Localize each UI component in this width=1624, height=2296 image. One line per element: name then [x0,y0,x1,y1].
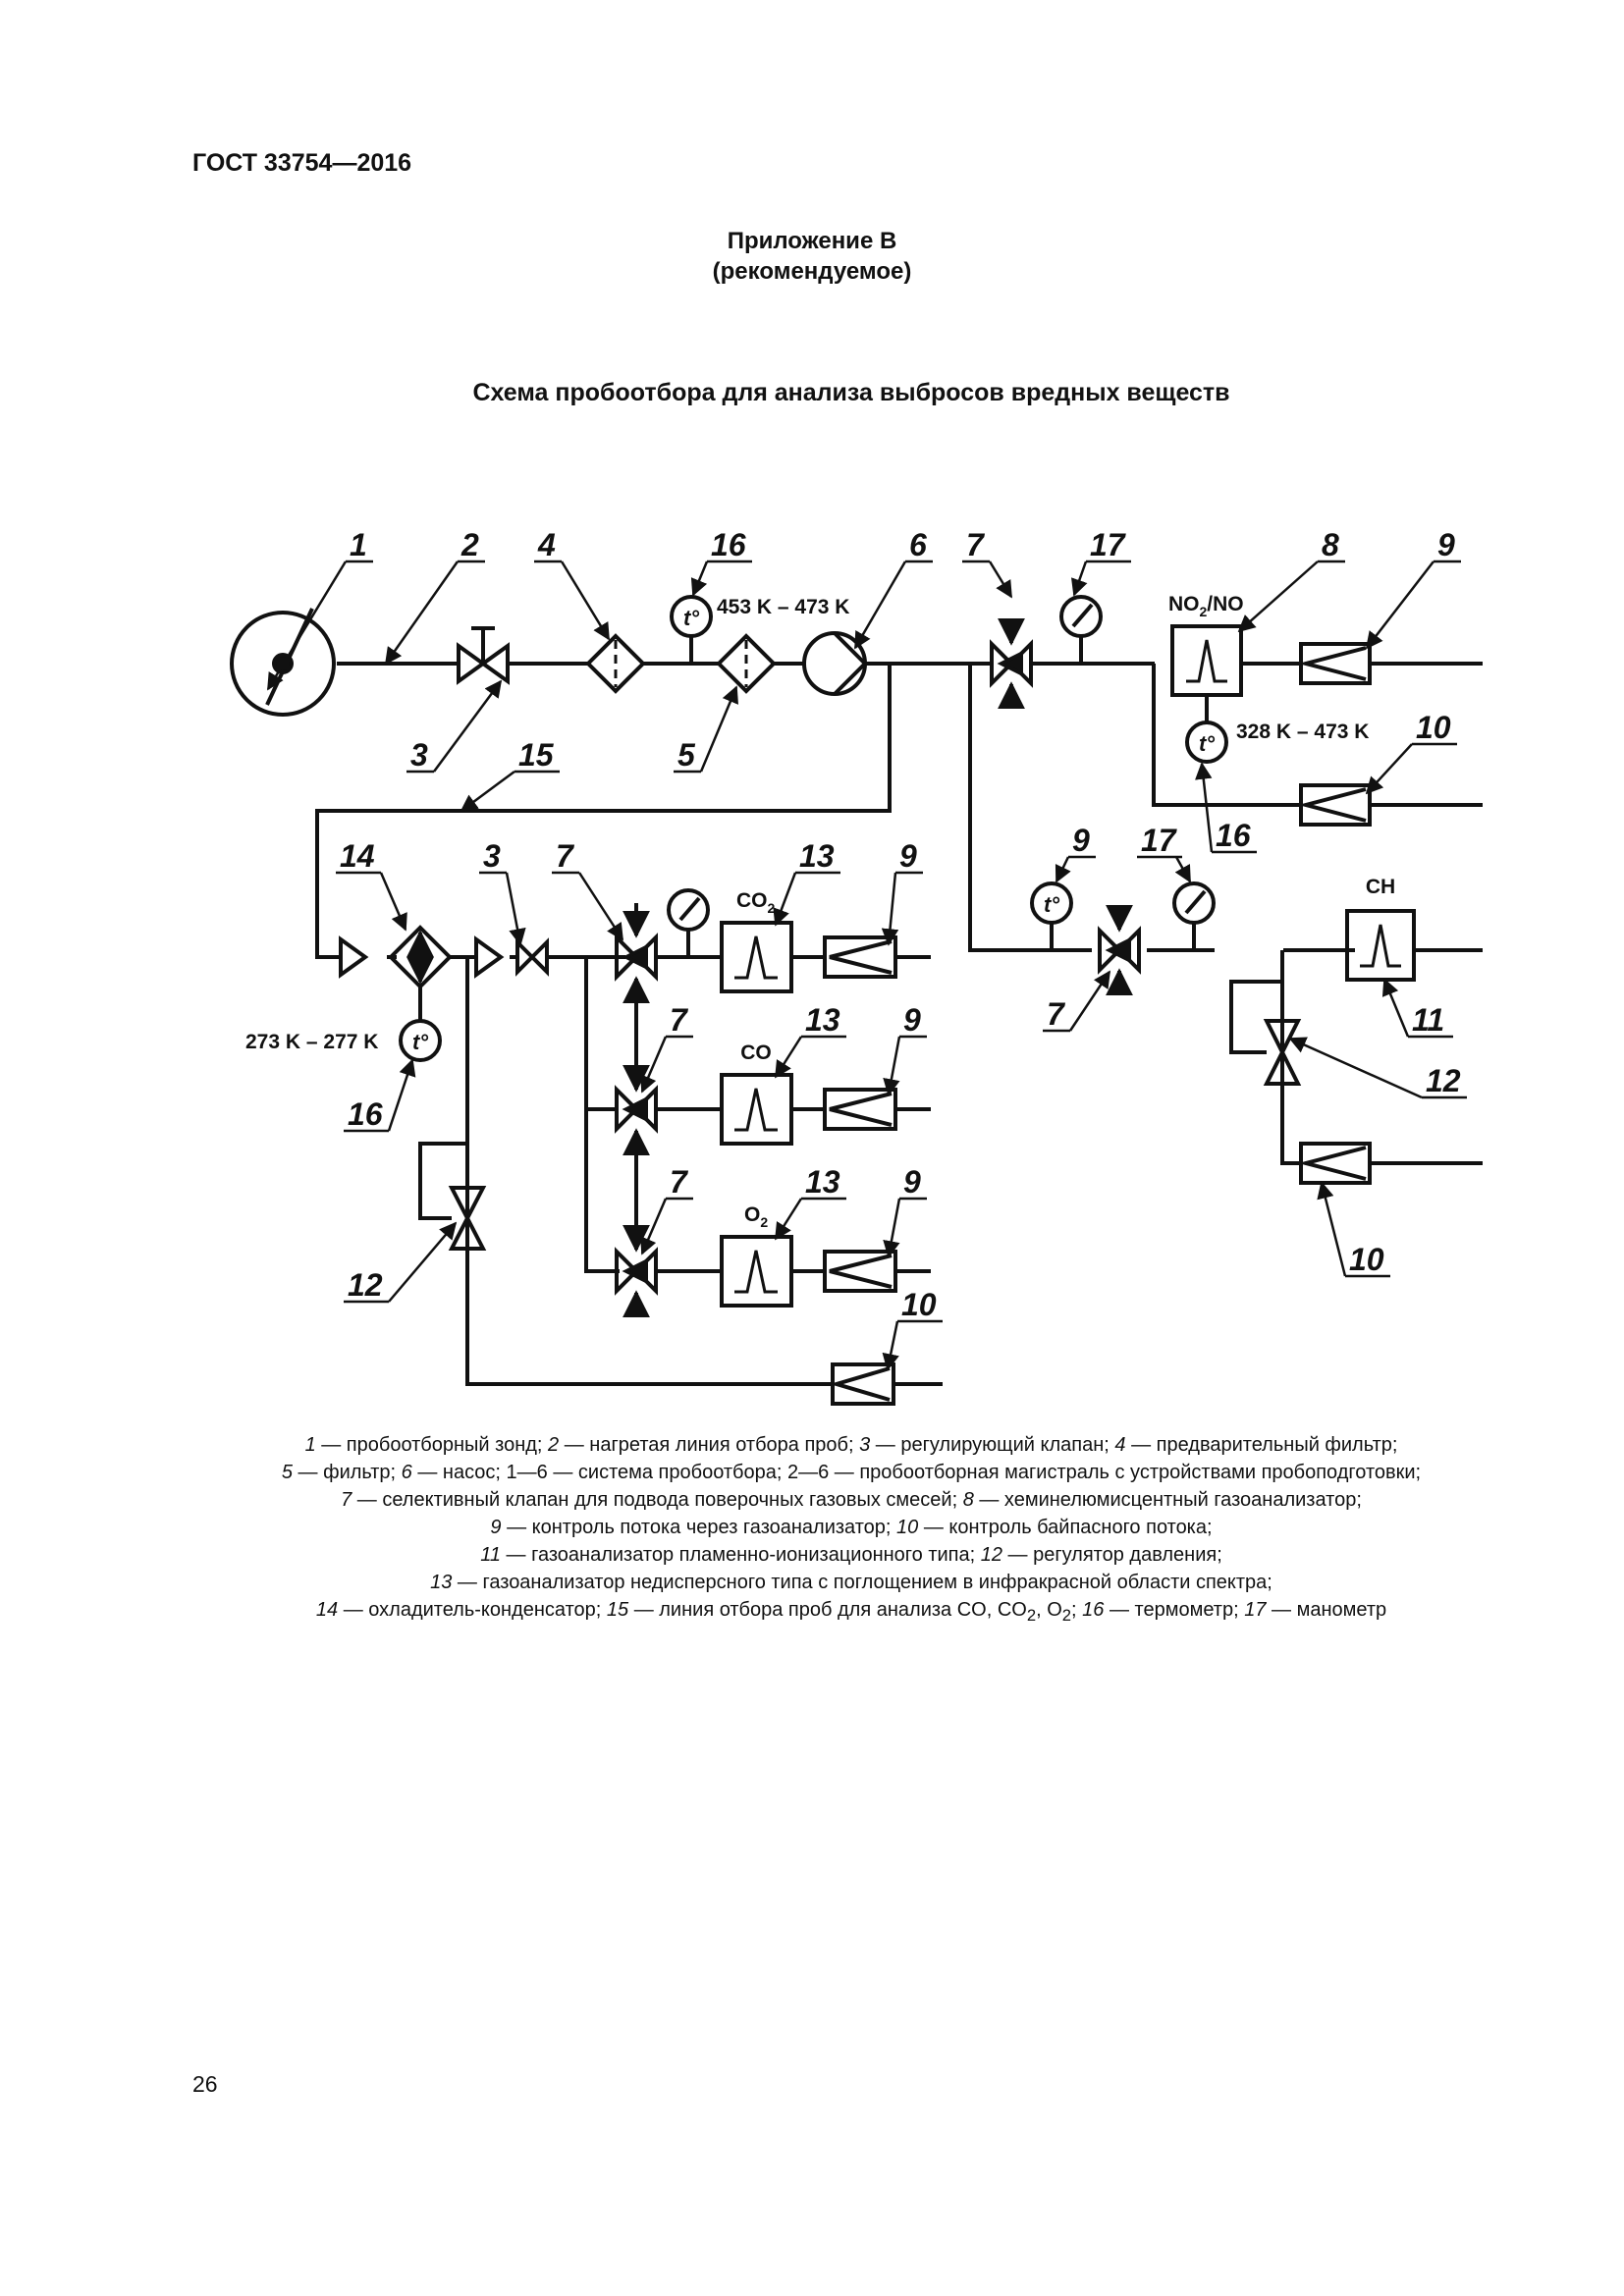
ndir-analyzer-co: CO [720,1041,793,1146]
svg-text:15: 15 [518,737,555,773]
svg-text:1: 1 [350,527,367,562]
callouts: 1 2 4 16 6 7 17 8 9 3 5 15 10 16 14 3 7 … [268,527,1467,1369]
legend-line: 14 — охладитель-конденсатор; 15 — линия … [315,1599,1387,1625]
svg-text:CO2: CO2 [736,889,776,916]
ndir-analyzer-co2: CO2 [720,889,793,993]
legend-line: 13 — газоанализатор недисперсного типа с… [430,1572,1272,1593]
bypass-flow-meter-icon [1298,783,1372,827]
svg-text:9: 9 [899,838,917,874]
page-number: 26 [192,2071,218,2097]
sampling-probe-icon [230,608,336,717]
svg-text:2: 2 [460,527,479,562]
legend-line: 1 — пробоотборный зонд; 2 — нагретая лин… [304,1434,1398,1456]
filter-icon [716,633,777,694]
svg-text:NO2/NO: NO2/NO [1168,593,1244,619]
appendix-status: (рекомендуемое) [712,258,912,285]
svg-text:14: 14 [340,838,375,874]
selective-valve-icon [990,617,1033,710]
svg-text:t°: t° [683,606,699,630]
svg-text:t°: t° [1199,731,1215,756]
svg-text:CH: CH [1366,876,1395,898]
svg-text:4: 4 [537,527,556,562]
control-valve-icon [457,626,510,685]
svg-text:7: 7 [1047,996,1066,1032]
svg-text:5: 5 [677,737,696,773]
thermometer-icon: t° [1030,881,1073,950]
pipeline [315,662,1483,1386]
svg-text:10: 10 [1349,1242,1384,1277]
svg-text:CO: CO [740,1041,772,1064]
svg-text:13: 13 [805,1002,840,1038]
legend-line: 7 — селективный клапан для подвода повер… [341,1489,1362,1511]
chemiluminescent-analyzer: NO2/NO [1168,593,1244,697]
bypass-flow-meter-icon [1298,1142,1372,1185]
check-valve-icon [474,935,505,979]
svg-text:t°: t° [1044,892,1059,917]
legend-line: 9 — контроль потока через газоанализатор… [490,1517,1213,1538]
temp-label: 273 K – 277 K [245,1031,378,1053]
svg-text:9: 9 [903,1002,921,1038]
thermometer-icon: t° [1185,695,1228,764]
svg-text:t°: t° [412,1030,428,1054]
svg-text:10: 10 [1416,710,1451,745]
svg-text:7: 7 [966,527,986,562]
manometer-icon [1172,881,1216,950]
legend-line: 5 — фильтр; 6 — насос; 1—6 — система про… [281,1462,1422,1483]
svg-text:12: 12 [1426,1063,1461,1098]
thermometer-icon: t° [670,595,713,664]
svg-text:12: 12 [348,1267,383,1303]
svg-text:16: 16 [348,1096,383,1132]
svg-text:17: 17 [1090,527,1127,562]
svg-text:13: 13 [805,1164,840,1200]
flow-meter-icon [823,935,897,1293]
svg-text:9: 9 [1072,823,1090,858]
svg-text:3: 3 [483,838,501,874]
pressure-regulator-icon [1229,980,1302,1086]
svg-text:6: 6 [909,527,927,562]
svg-text:8: 8 [1322,527,1339,562]
selective-valve-icon [615,903,658,1093]
temp-label: 328 K – 473 K [1236,721,1369,743]
appendix-label: Приложение В [727,228,897,254]
svg-text:13: 13 [799,838,835,874]
document-header: ГОСТ 33754—2016 [192,149,412,177]
manometer-icon [667,888,710,957]
bypass-flow-meter-icon [829,1362,895,1406]
pump-icon [802,631,868,696]
flow-meter-icon [1298,642,1372,685]
pre-filter-icon [585,633,646,694]
page-title: Схема пробоотбора для анализа выбросов в… [472,379,1230,406]
svg-text:7: 7 [556,838,575,874]
svg-text:3: 3 [410,737,428,773]
svg-text:7: 7 [670,1164,689,1200]
svg-text:16: 16 [711,527,746,562]
svg-text:7: 7 [670,1002,689,1038]
svg-text:10: 10 [901,1287,937,1322]
sampling-scheme-diagram: t° NO2/NO t° [230,527,1483,1406]
svg-text:O2: O2 [744,1203,768,1230]
figure-legend: 1 — пробоотборный зонд; 2 — нагретая лин… [147,1431,1555,1629]
temp-label: 453 K – 473 K [717,596,849,618]
svg-text:9: 9 [903,1164,921,1200]
selective-valve-icon [586,1085,658,1253]
svg-text:16: 16 [1216,818,1251,853]
manometer-icon [1059,595,1103,664]
control-valve-icon [515,937,549,977]
svg-text:11: 11 [1412,1002,1444,1038]
legend-line: 11 — газоанализатор пламенно-ионизационн… [480,1544,1222,1566]
selective-valve-icon [615,1247,658,1318]
ndir-analyzer-o2: O2 [720,1203,793,1308]
flame-ionization-analyzer: CH [1345,876,1416,982]
svg-text:9: 9 [1437,527,1455,562]
svg-text:17: 17 [1141,823,1178,858]
pressure-regulator-icon [418,1142,487,1251]
